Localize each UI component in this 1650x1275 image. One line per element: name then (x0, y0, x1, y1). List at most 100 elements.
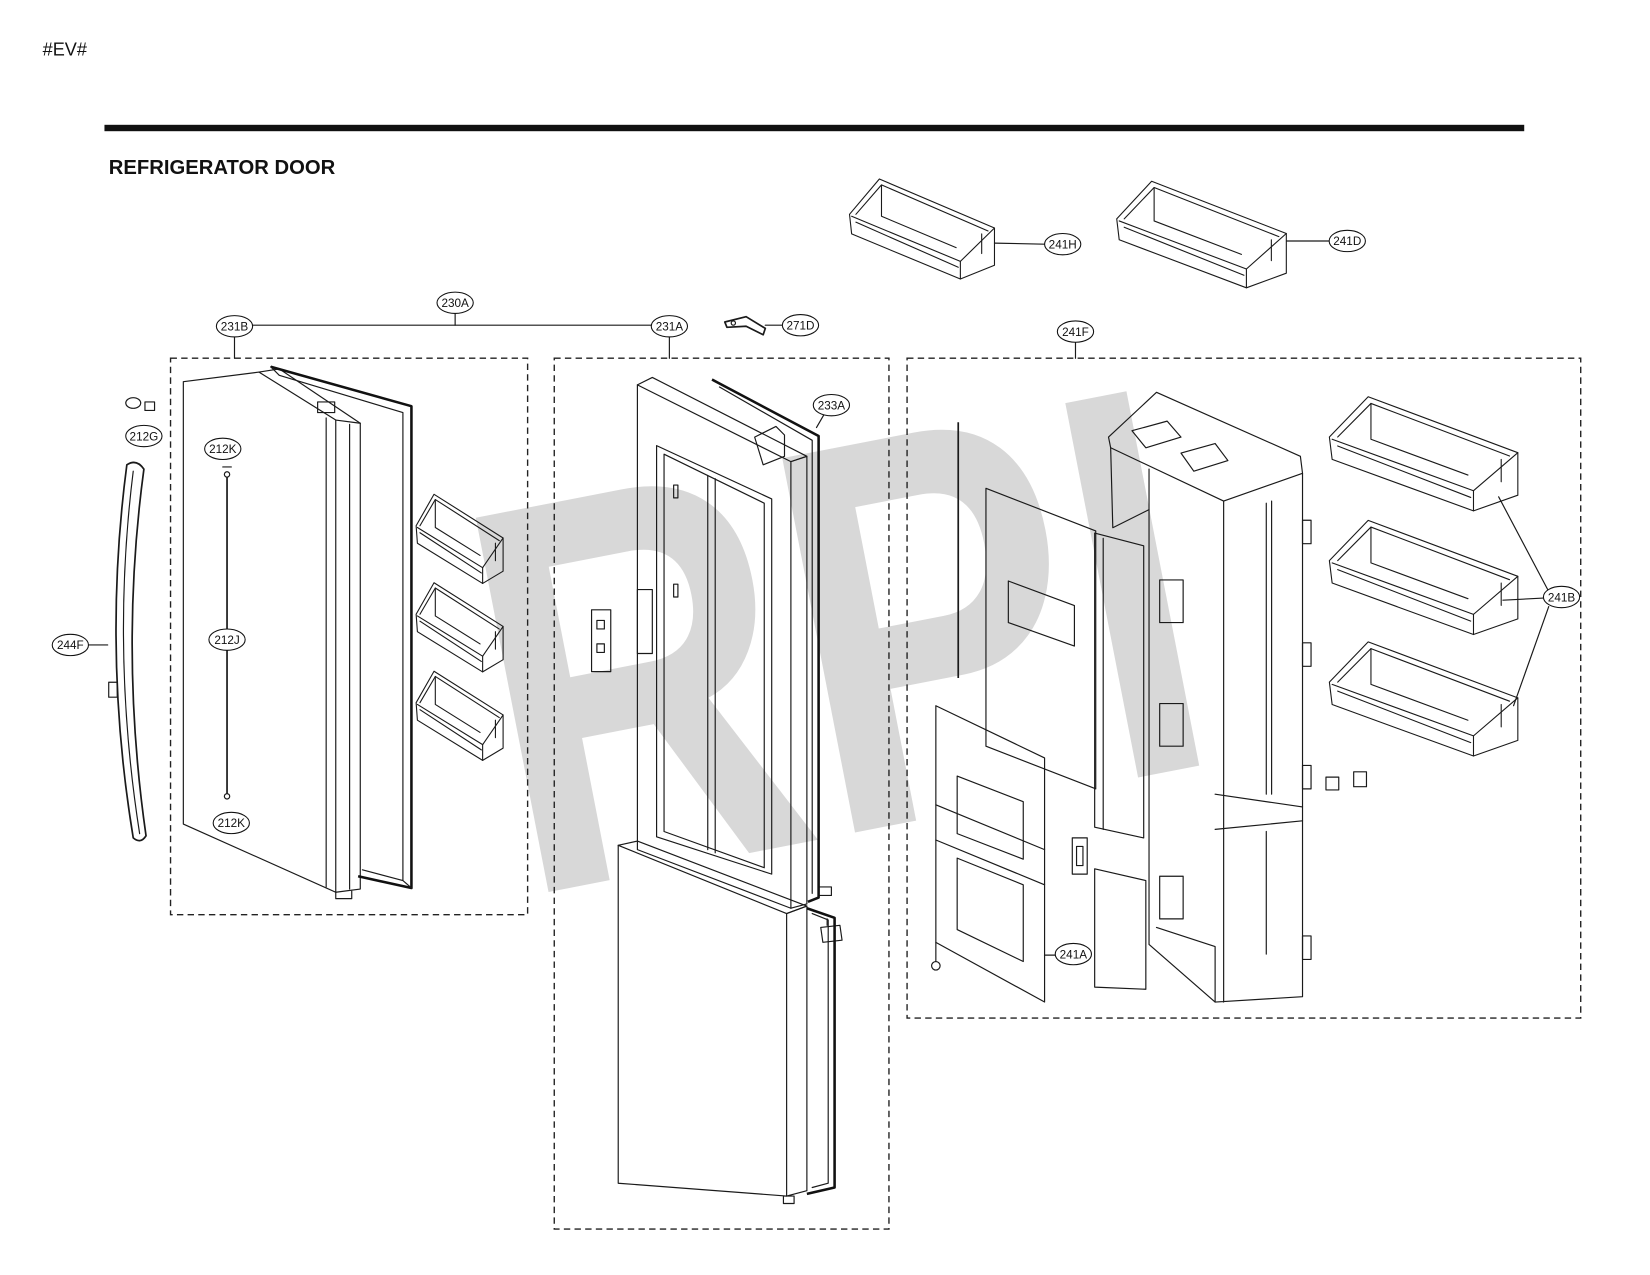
door-bin-241h (848, 178, 996, 280)
handle-inner-edge (122, 470, 141, 835)
clip-part (144, 401, 156, 412)
callout-231a: 231A (650, 315, 689, 338)
cube-part (1325, 776, 1340, 791)
callout-label: 212K (209, 443, 237, 456)
leader-241h (993, 242, 1046, 245)
leader-lines (87, 240, 1550, 956)
center-door-window-outer (656, 445, 773, 875)
right-door-bin-3 (1328, 641, 1519, 757)
right-door-bin-2 (1328, 519, 1519, 636)
center-door-gasket-233a (711, 378, 836, 1196)
callout-bubble (215, 315, 254, 338)
center-door-upper-side (790, 455, 808, 909)
liner-inner-wall (1265, 500, 1273, 955)
hinge-hole (730, 320, 737, 326)
callout-241h: 241H (1044, 232, 1082, 256)
small-cubes (1325, 771, 1368, 791)
watermark-text: RPI (425, 269, 1251, 1014)
cap-parts-212g (125, 397, 156, 412)
left-door-inner-edge (325, 417, 351, 890)
strip-lower (1094, 868, 1147, 990)
callout-230a: 230A (436, 291, 474, 315)
callout-241f: 241F (1056, 320, 1095, 343)
mullion-tab (673, 583, 679, 598)
callout-bubble (1054, 942, 1093, 966)
callout-label: 241D (1333, 235, 1361, 248)
flap-panel (985, 487, 1097, 790)
callout-241a: 241A (1054, 942, 1093, 966)
page-code: #EV# (43, 40, 87, 60)
callout-label: 231A (656, 321, 684, 334)
shelf-support (1159, 702, 1184, 747)
callout-bubble (1044, 232, 1082, 256)
liner-tab (1301, 642, 1312, 667)
callout-bubble (650, 315, 689, 338)
liner-cavity (1131, 420, 1182, 449)
callout-bubble (51, 633, 90, 657)
liner-bottom-tray (1155, 926, 1216, 1003)
callout-bubble (1542, 585, 1581, 609)
callout-244f: 244F (51, 633, 90, 657)
liner-shelf-band (1214, 793, 1304, 830)
callout-233a: 233A (812, 393, 851, 417)
callout-212k-top: 212K (204, 437, 242, 461)
left-door-front (182, 371, 337, 893)
cap-part (125, 397, 142, 409)
leader-241b-3 (1512, 606, 1550, 707)
leader-241b-1 (1498, 496, 1549, 591)
center-door-window-inner (663, 453, 765, 869)
bracket-slot (596, 643, 605, 654)
rod-top-pin (223, 471, 231, 478)
gasket-upper-outer (711, 378, 820, 904)
callout-label: 241B (1548, 591, 1576, 604)
left-door-side (335, 419, 361, 893)
callout-bubble (781, 314, 820, 337)
callout-241d: 241D (1328, 229, 1366, 253)
callout-label: 244F (57, 639, 84, 652)
dispenser-block (636, 588, 653, 655)
mullion-tab (673, 484, 679, 499)
callout-label: 231B (221, 321, 249, 334)
page-title: REFRIGERATOR DOOR (109, 157, 336, 179)
callout-212k-bottom: 212K (212, 811, 250, 835)
callout-label: 233A (818, 399, 846, 412)
left-door-hinge (317, 401, 336, 414)
leader-241b-2 (1502, 597, 1544, 601)
handle-bracket (108, 681, 118, 698)
callout-bubble (436, 291, 474, 315)
hinge-271d (723, 315, 767, 336)
left-door-bottom-tab (335, 890, 353, 900)
gasket-upper-inner (718, 386, 813, 894)
gasket-inner (270, 366, 413, 889)
callout-label: 212K (218, 817, 246, 830)
hinge-body (723, 315, 767, 336)
right-door-bin-1 (1328, 395, 1519, 512)
liner-cavity (1180, 442, 1229, 472)
assembly-box-241f (906, 357, 1582, 1019)
callout-bubble (812, 393, 851, 417)
callout-bubble (1328, 229, 1366, 253)
callout-label: 241A (1060, 948, 1088, 961)
strip-clip-inner (1075, 845, 1084, 867)
assembly-box-231a (553, 357, 890, 1230)
door-handle-244f (108, 461, 147, 842)
center-door-bottom-tab (782, 1195, 795, 1205)
lower-panel-crossbar (935, 804, 1046, 886)
callout-label: 241F (1062, 326, 1089, 339)
door-bracket (590, 609, 612, 673)
handle-outline (115, 461, 147, 842)
lower-panel-241a (931, 705, 1046, 1003)
header-rule (104, 124, 1525, 132)
liner-tab (1301, 935, 1312, 960)
liner-left-flange (1110, 447, 1150, 529)
callout-212g: 212G (125, 424, 163, 448)
gasket-outer (270, 365, 413, 890)
center-door-top-hinge (754, 425, 786, 466)
callout-label: 241H (1049, 238, 1077, 251)
callout-bubble (204, 437, 242, 461)
callout-label: 271D (786, 319, 814, 332)
liner-tab (1301, 519, 1312, 545)
lower-panel-window-lower (956, 857, 1024, 963)
flap-window (1007, 580, 1076, 647)
